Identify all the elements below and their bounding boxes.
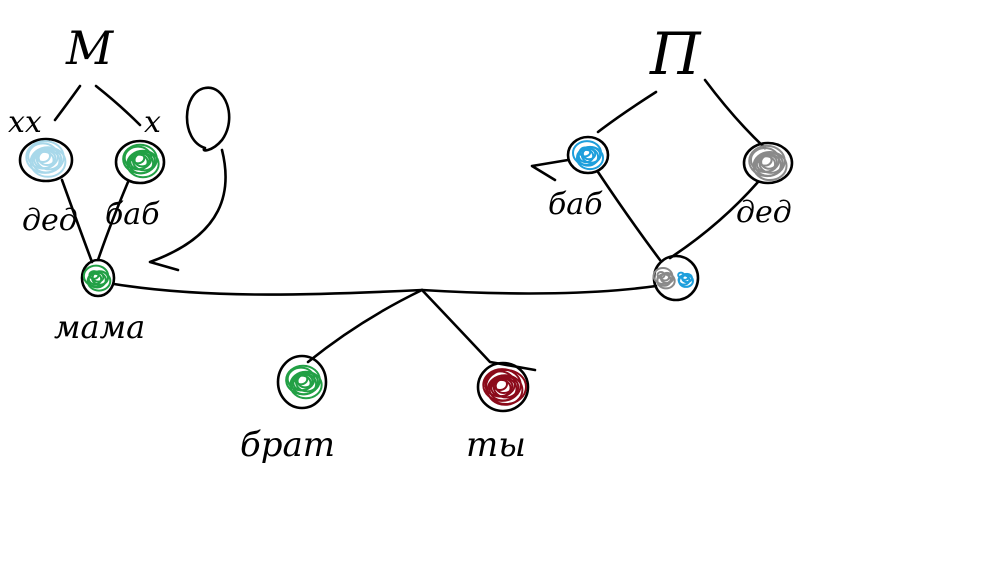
edge-to-brother: [306, 288, 424, 364]
x-loop-mark: [185, 86, 231, 152]
father-node: [652, 254, 700, 302]
edge-loop-to-mother: [148, 148, 227, 272]
edge-grandpa-to-mother: [60, 178, 94, 264]
grandma-right-label: баб: [548, 187, 603, 222]
edge-grandpa-to-father: [668, 180, 760, 260]
edge-m-to-grandma: [94, 84, 142, 127]
paternal-header: М: [65, 21, 115, 75]
mother-label: мама: [54, 308, 145, 346]
you-node: [476, 361, 530, 413]
edge-p-to-grandma: [596, 90, 658, 134]
grandpa-right-label: дед: [736, 195, 792, 230]
edge-grandma-to-father: [596, 170, 662, 262]
grandpa-right-node: [742, 141, 794, 185]
grandma-left-node: [114, 139, 166, 185]
brother-node: [276, 354, 328, 410]
marriage-line: [112, 282, 658, 296]
you-label: ты: [466, 425, 526, 465]
grandma-right-node: [566, 135, 610, 175]
grandma-left-label: баб: [105, 197, 160, 232]
edge-m-to-grandpa: [53, 84, 82, 122]
brother-label: брат: [240, 425, 335, 465]
mother-node: [80, 258, 116, 298]
edge-p-to-grandpa: [703, 78, 767, 150]
chromosome-marker-xx: xx: [8, 105, 42, 140]
grandma-right-tick: [530, 158, 570, 182]
grandpa-left-node: [18, 137, 74, 183]
maternal-header: П: [649, 20, 702, 88]
edge-grandma-to-mother: [96, 180, 130, 262]
chromosome-marker-x: x: [144, 105, 161, 140]
edge-to-you: [420, 288, 537, 372]
grandpa-left-label: дед: [22, 203, 78, 238]
